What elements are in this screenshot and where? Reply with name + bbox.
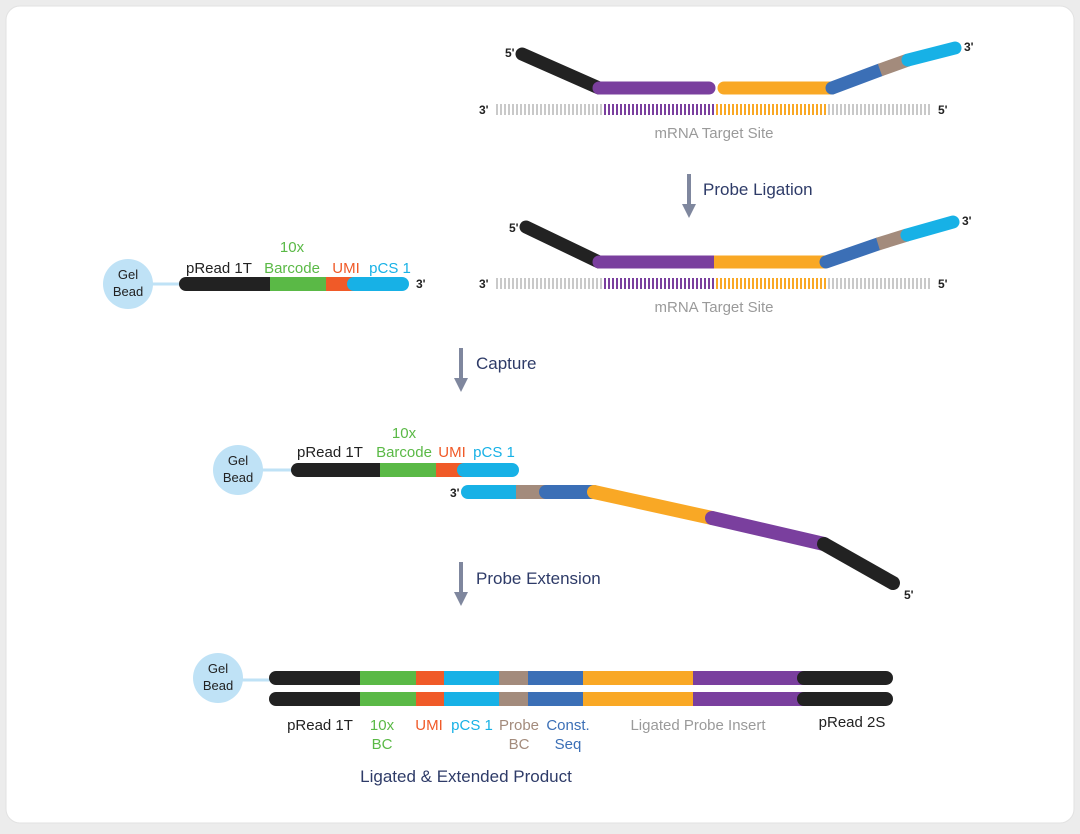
stage-extended-product: Gel Bead pRead 1T 10x BC UMI pCS 1 Probe… [193,653,893,786]
captured-probe-lhs [705,511,831,551]
product-probe-bc-label: BC [509,736,530,753]
stage-capture: Gel Bead pRead 1T 10x Barcode UMI pCS 1 … [213,425,914,602]
umi-label: UMI [332,260,360,277]
capture-label: Capture [476,354,536,373]
three-prime-label: 3' [416,277,426,291]
down-arrow-head-icon [454,378,468,392]
product-insert-label: Ligated Probe Insert [630,717,766,734]
gel-bead [103,259,153,309]
product-bc-label: BC [372,736,393,753]
gel-bead-label: Bead [113,284,143,299]
three-prime-label: 3' [962,214,972,228]
captured-probe-rhs [587,485,719,525]
gel-bead-label: Bead [223,470,253,485]
pread-1t-label: pRead 1T [297,444,363,461]
gel-bead-label: Bead [203,678,233,693]
probe-ligation-label: Probe Ligation [703,180,813,199]
down-arrow-head-icon [682,204,696,218]
five-prime-label: 5' [938,103,948,117]
gel-bead [193,653,243,703]
stage-ligated-probe: 5' 3' 3' 5' mRNA Target Site [479,214,972,316]
five-prime-label: 5' [938,277,948,291]
ligated-probe-handle [519,220,606,269]
pread-1t-label: pRead 1T [186,260,252,277]
gel-bead-label: Gel [118,267,138,282]
probe-extension-label: Probe Extension [476,569,601,588]
barcode-label: Barcode [376,444,432,461]
ligated-probe-pcs [900,215,960,242]
product-pread-2s-label: pRead 2S [819,714,886,731]
rhs-probe-const-seq [825,63,887,95]
barcode-label: Barcode [264,260,320,277]
mrna-lhs-target [604,278,716,289]
gel-bead-label: Gel [208,661,228,676]
lhs-probe-handle [515,47,606,95]
three-prime-label: 3' [479,277,489,291]
product-pcs1-label: pCS 1 [451,717,493,734]
umi-label: UMI [438,444,466,461]
product-umi-label: UMI [415,717,443,734]
five-prime-label: 5' [505,46,515,60]
gel-bead-label: Gel [228,453,248,468]
pcs1-label: pCS 1 [369,260,411,277]
three-prime-label: 3' [450,486,460,500]
product-pread-1t-label: pRead 1T [287,717,353,734]
five-prime-label: 5' [904,588,914,602]
three-prime-label: 3' [964,40,974,54]
gel-bead-oligo: Gel Bead pRead 1T 10x Barcode UMI pCS 1 … [103,239,426,309]
three-prime-label: 3' [479,103,489,117]
mrna-rhs-target [716,104,828,115]
pcs1-label: pCS 1 [473,444,515,461]
product-seq-label: Seq [555,736,582,753]
product-tenx-label: 10x [370,717,395,734]
mrna-target-site-label: mRNA Target Site [655,299,774,316]
rhs-probe-pcs [901,41,962,67]
step-probe-extension: Probe Extension [454,562,601,606]
product-probe-label: Probe [499,717,539,734]
mrna-target-site-label: mRNA Target Site [655,125,774,142]
down-arrow-head-icon [454,592,468,606]
tenx-label: 10x [392,425,417,442]
tenx-label: 10x [280,239,305,256]
captured-probe-handle [817,537,900,590]
ligated-probe-const-seq [819,237,885,269]
mrna-lhs-target [604,104,716,115]
card-background [5,5,1075,824]
product-title: Ligated & Extended Product [360,767,572,786]
step-capture: Capture [454,348,536,392]
mrna-rhs-target [716,278,828,289]
five-prime-label: 5' [509,221,519,235]
stage-probe-hybridization: 5' 3' 3' 5' mRNA Target Site [479,40,974,142]
product-const-label: Const. [546,717,589,734]
gel-bead [213,445,263,495]
step-probe-ligation: Probe Ligation [682,174,813,218]
